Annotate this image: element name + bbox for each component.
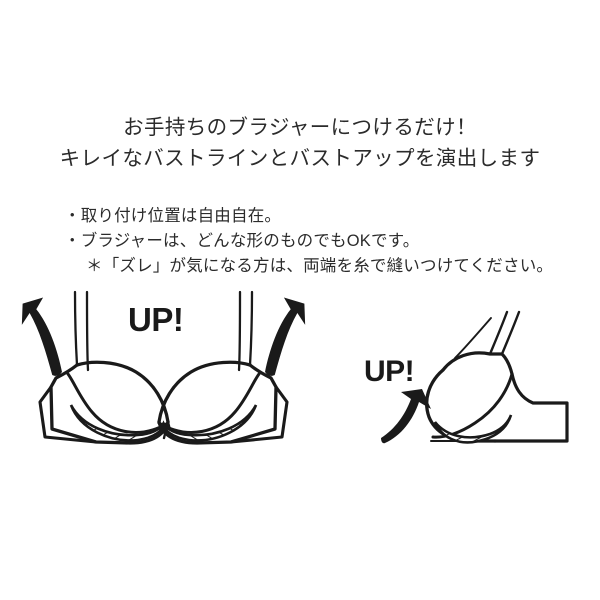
- strap-side: [488, 310, 521, 356]
- page-title: お手持ちのブラジャーにつけるだけ！ キレイなバストラインとバストアップを演出しま…: [0, 112, 600, 174]
- front-view-drawing: [21, 290, 306, 445]
- shoulder-contour: [454, 317, 492, 359]
- band-right: [229, 385, 289, 444]
- cup-left-outline: [49, 363, 170, 445]
- strap-left-a: [73, 290, 90, 372]
- bullet-item-2: ・ブラジャーは、どんな形のものでもOKです。: [64, 232, 420, 250]
- cup-left-top: [75, 360, 170, 424]
- band-side: [493, 372, 569, 443]
- feature-bullet-list: ・取り付け位置は自由自在。 ・ブラジャーは、どんな形のものでもOKです。 ＊「ズ…: [64, 204, 564, 279]
- cup-right-outline: [157, 363, 278, 445]
- illustration-side-view: [355, 310, 585, 460]
- up-label-front: UP!: [128, 301, 184, 338]
- cup-left-seam: [66, 372, 170, 434]
- side-view-drawing: [381, 310, 569, 444]
- up-label-side: UP!: [364, 355, 415, 388]
- arrow-curved-up-right-icon: [265, 297, 306, 376]
- cup-top-side: [441, 351, 514, 376]
- arrow-curved-up-right-icon: [381, 389, 431, 444]
- illustration-front-view: [18, 286, 318, 461]
- cup-right-seam: [157, 372, 261, 434]
- headline-line-1: お手持ちのブラジャーにつけるだけ！: [123, 116, 477, 139]
- hatched-insert-side: [433, 414, 513, 444]
- arrow-curved-up-left-icon: [21, 297, 62, 376]
- bullet-item-1: ・取り付け位置は自由自在。: [64, 207, 282, 225]
- cup-right-top: [157, 360, 252, 424]
- hatched-insert-right: [162, 404, 258, 442]
- strap-right-a: [237, 290, 254, 372]
- hatched-insert-left: [69, 404, 165, 442]
- headline-line-2: キレイなバストラインとバストアップを演出します: [59, 147, 541, 170]
- band-left: [38, 385, 98, 444]
- bullet-item-3-note: ＊「ズレ」が気になる方は、両端を糸で縫いつけてください。: [86, 257, 554, 275]
